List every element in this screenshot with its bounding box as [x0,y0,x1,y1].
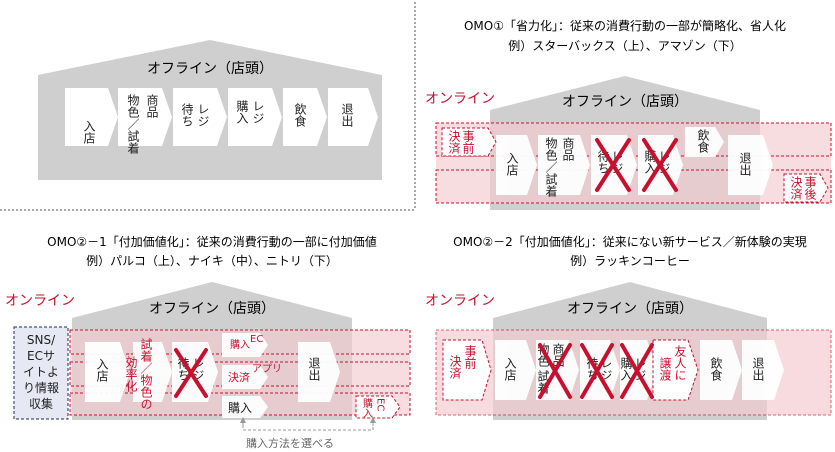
step-enter: 入店 [505,152,519,176]
step-ec-label: EC [250,334,263,345]
info-box-line3: イトよ [23,365,59,379]
step-app-pay: 決済 [228,370,250,384]
step-purchase: 購入 [619,357,633,381]
house-title: オフライン（店頭） [147,61,273,77]
caption-line1: OMO①「省力化」：従来の消費行動の一部が簡略化、省人化 [464,18,786,33]
house-title: オフライン（店頭） [562,94,688,110]
step-exit: 退出 [751,357,765,381]
panel-offline-baseline: オフライン（店頭） 入店 物色／試着 商品 待ち レジ 購入 レジ 飲食 退出 [38,40,382,180]
step-purchase: 購入 [235,100,249,124]
cross-register [538,343,654,399]
step-transfer: 譲渡 [658,356,672,381]
online-label: オンライン [425,91,495,107]
caption-line1: OMO②－2「付加価値化」：従来にない新サービス／新体験の実現 [453,234,807,249]
step-goods: 商品 [145,93,159,118]
caption-line2: 例）パルコ（上）、ナイキ（中）、ニトリ（下） [86,253,338,268]
step-enter: 入店 [95,358,109,382]
step-eat: 飲食 [293,102,307,127]
step-goods: 商品 [561,136,575,161]
tag-postpay-2: 事後 [803,176,817,200]
panel-omo1: OMO①「省力化」：従来の消費行動の一部が簡略化、省人化 例）スターバックス（上… [425,18,832,210]
step-browse: 物色／試着 [126,94,140,155]
choice-note: 購入方法を選べる [246,436,334,450]
step-wait: 待ち [180,103,194,127]
step-eat: 飲食 [696,128,710,153]
step-prepay-2: 決済 [448,355,462,379]
online-lane-1 [69,329,411,355]
step-eat: 飲食 [709,356,723,381]
step-browse: 物色／試着 [544,137,558,198]
caption-line2: 例）スターバックス（上）、アマゾン（下） [508,39,742,53]
online-label: オンライン [5,293,75,309]
cross-register [174,348,208,398]
step-efficient-browse: 試着／物色の [139,337,153,410]
house-title: オフライン（店頭） [149,301,275,317]
step-register: レジ [196,103,210,127]
tag-prepay-2: 決済 [447,130,461,154]
step-ec-purchase: 購入 [230,338,250,351]
online-lane-2 [69,361,411,387]
step-exit: 退出 [307,357,321,381]
step-enter: 入店 [503,357,517,381]
caption-line1: OMO②－1「付加価値化」：従来の消費行動の一部に付加価値 [47,234,377,249]
info-box-line4: り情報 [23,381,59,395]
step-prepay-1: 事前 [463,345,477,369]
step-register-2: レジ [251,100,265,124]
info-box [13,326,69,420]
step-post-ec: EC [375,398,386,411]
info-box-line2: ECサ [27,349,55,363]
step-browse: 物色 [536,343,550,367]
step-to-friend: 友人に [673,345,687,381]
cross-register [595,138,678,192]
step-app-label: アプリ [252,363,282,375]
step-efficient-browse-2: 効率化 [124,355,138,393]
panel-omo2-1: OMO②－1「付加価値化」：従来の消費行動の一部に付加価値 例）パルコ（上）、ナ… [5,234,411,450]
panel-omo2-2: OMO②－2「付加価値化」：従来にない新サービス／新体験の実現 例）ラッキンコー… [425,234,832,420]
step-enter: 入店 [82,120,96,144]
step-post-purchase: 購入 [361,397,373,418]
tag-postpay-1: 決済 [789,176,803,200]
tag-prepay-1: 事前 [461,130,475,154]
choice-bracket [242,420,374,431]
info-box-line1: SNS/ [27,333,56,347]
online-label: オンライン [425,293,495,309]
caption-line2: 例）ラッキンコーヒー [570,254,690,268]
step-store-purchase: 購入 [228,401,252,415]
step-exit: 退出 [738,152,752,176]
info-box-line5: 収集 [29,396,53,411]
step-exit: 退出 [340,103,354,127]
house-title: オフライン（店頭） [567,301,693,317]
